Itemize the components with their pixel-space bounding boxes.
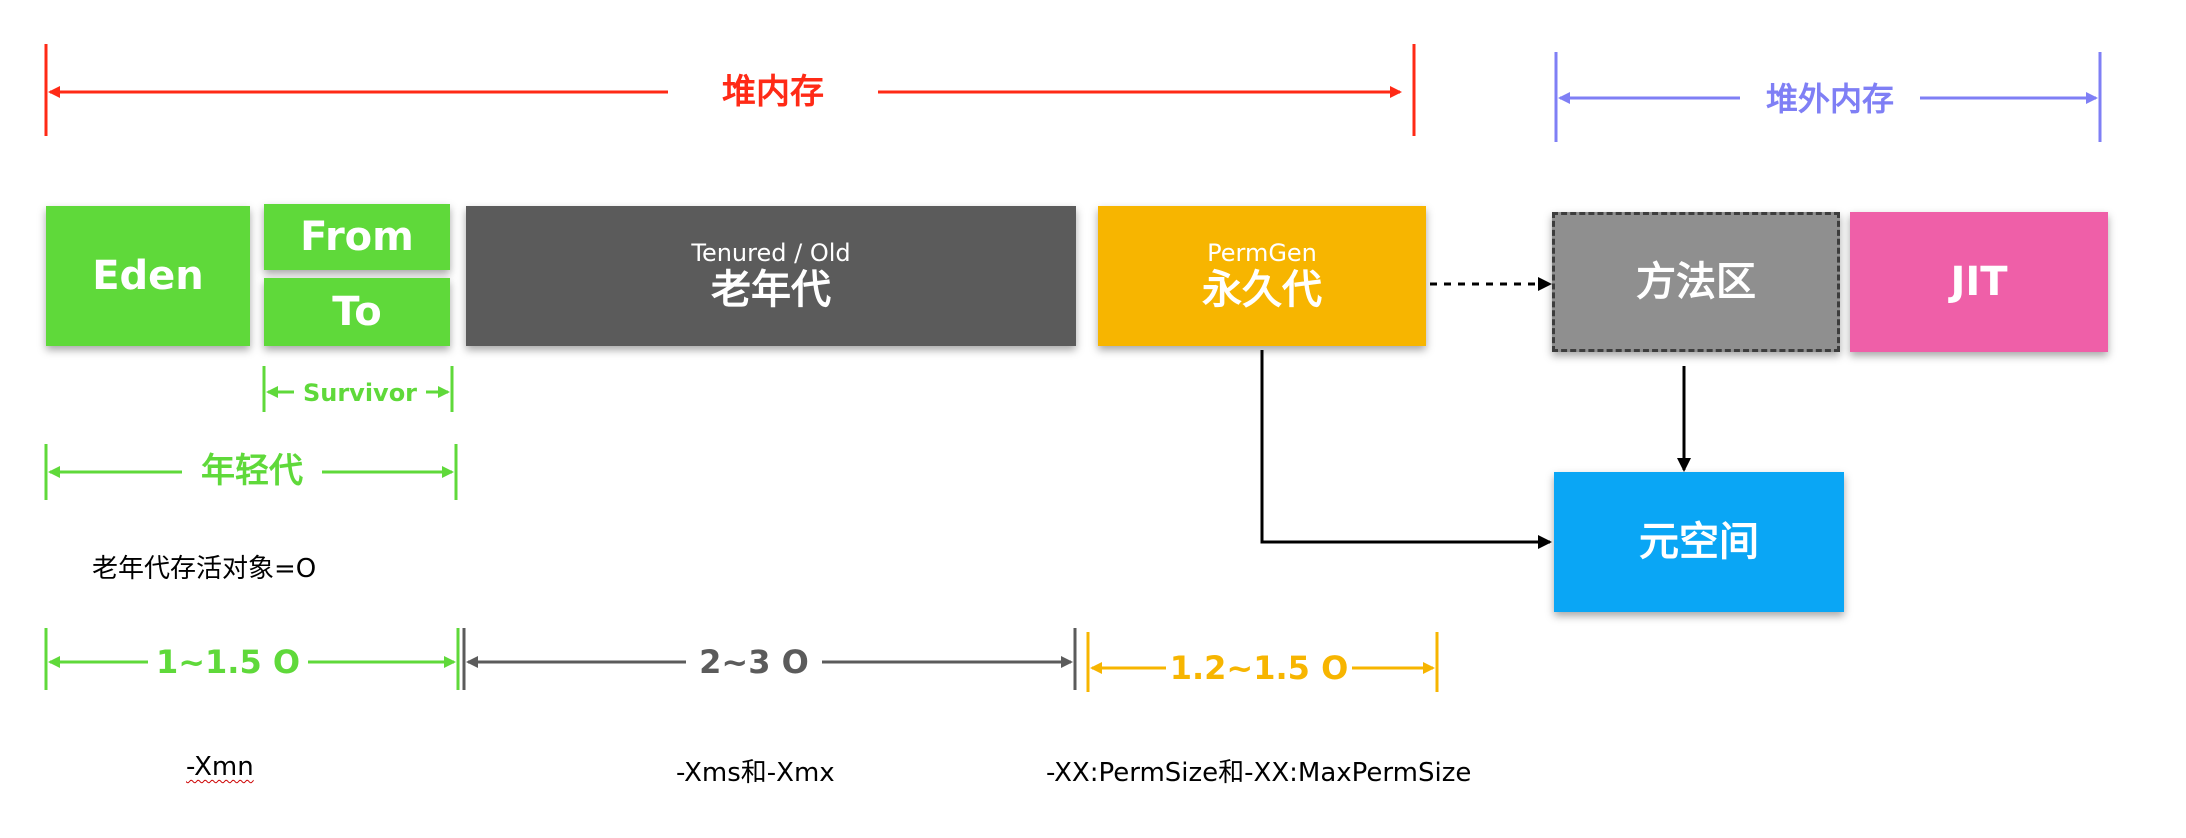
metaspace-label: 元空间 — [1639, 519, 1759, 565]
old-gen-block: Tenured / Old 老年代 — [466, 206, 1076, 346]
old-size-label: 2~3 O — [686, 640, 822, 684]
to-label: To — [332, 289, 382, 335]
permgen-to-metaspace-arrow — [1260, 350, 1552, 549]
offheap-label: 堆外内存 — [1740, 78, 1920, 120]
to-block: To — [264, 278, 450, 346]
permgen-en-label: PermGen — [1207, 238, 1317, 267]
metaspace-block: 元空间 — [1554, 472, 1844, 612]
method-area-block: 方法区 — [1552, 212, 1840, 352]
old-live-objects-note: 老年代存活对象=O — [92, 554, 317, 584]
survivor-label: Survivor — [294, 376, 426, 410]
xms-xmx-note: -Xms和-Xmx — [676, 758, 835, 788]
permgen-block: PermGen 永久代 — [1098, 206, 1426, 346]
permsize-note: -XX:PermSize和-XX:MaxPermSize — [1046, 758, 1472, 788]
jit-block: JIT — [1850, 212, 2108, 352]
permgen-cn-label: 永久代 — [1202, 267, 1322, 314]
from-label: From — [300, 214, 414, 260]
jit-label: JIT — [1950, 259, 2008, 305]
perm-size-label: 1.2~1.5 O — [1166, 646, 1352, 690]
young-size-label: 1~1.5 O — [148, 640, 308, 684]
old-gen-en-label: Tenured / Old — [691, 238, 851, 267]
from-block: From — [264, 204, 450, 270]
xmn-note: -Xmn — [186, 752, 254, 782]
eden-label: Eden — [92, 253, 204, 299]
old-gen-cn-label: 老年代 — [711, 267, 831, 314]
eden-block: Eden — [46, 206, 250, 346]
method-area-label: 方法区 — [1636, 259, 1756, 305]
young-label: 年轻代 — [182, 448, 322, 494]
heap-label: 堆内存 — [668, 70, 878, 114]
